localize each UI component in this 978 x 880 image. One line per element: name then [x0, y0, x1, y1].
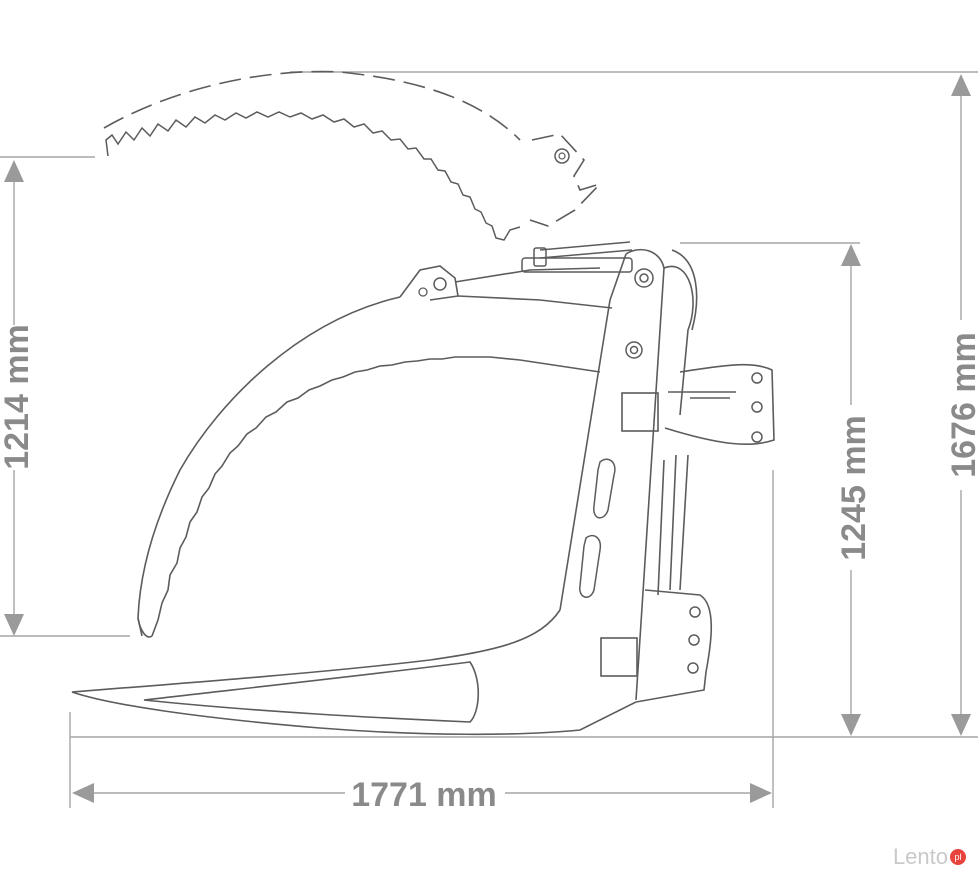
frame-pivots [625, 268, 763, 674]
closed-jaw [137, 265, 613, 638]
dimension-lines [0, 71, 978, 808]
open-jaw-dashed [103, 70, 603, 227]
dimension-arrowheads [4, 74, 971, 803]
main-frame [559, 248, 775, 703]
open-jaw-pivot [554, 148, 570, 164]
watermark-text: Lento [892, 844, 948, 869]
watermark-badge: pl [950, 849, 966, 865]
fork-tine [71, 609, 637, 736]
dim-height-mid-label: 1245 mm [835, 415, 873, 561]
dim-height-right-label: 1676 mm [945, 332, 978, 478]
dim-width-label: 1771 mm [351, 776, 497, 814]
jaw-pivot-hole [433, 277, 447, 291]
hydraulic-cylinder [521, 241, 633, 273]
hitch-blocks [600, 392, 659, 677]
frame-slots [579, 458, 616, 598]
open-jaw-teeth [105, 111, 521, 241]
dim-height-left-label: 1214 mm [0, 324, 36, 470]
watermark-logo: Lento pl [893, 844, 966, 870]
